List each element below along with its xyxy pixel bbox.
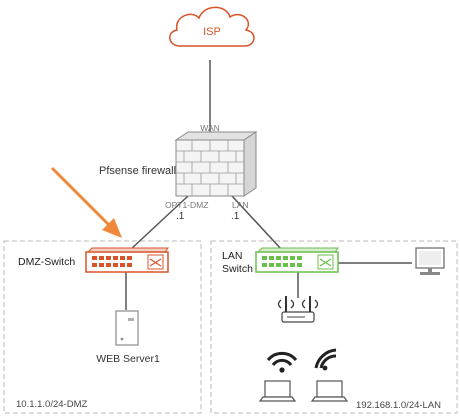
firewall-name: Pfsense firewall <box>99 165 176 177</box>
lan-switch-label-line1: LAN <box>222 250 242 262</box>
lan-zone <box>210 240 458 414</box>
firewall-icon <box>174 131 258 197</box>
arrow-icon <box>50 166 122 238</box>
link-firewall-dmz <box>129 195 189 251</box>
lan-ip: .1 <box>231 211 240 222</box>
laptop-icon <box>258 380 297 402</box>
lan-switch-label-line2: Switch <box>222 263 253 275</box>
dmz-switch-label: DMZ-Switch <box>18 256 75 268</box>
switch-icon <box>85 247 169 273</box>
opt1-ip: .1 <box>176 211 185 222</box>
laptop-icon <box>310 380 349 402</box>
cloud-icon <box>169 6 255 47</box>
lan-label: LAN <box>232 200 249 210</box>
opt1-label: OPT1-DMZ <box>165 200 208 210</box>
wifi-icon <box>266 351 298 373</box>
lan-subnet: 192.168.1.0/24-LAN <box>356 400 441 411</box>
wifi-icon <box>314 348 337 371</box>
wan-label: WAN <box>200 123 220 133</box>
dmz-zone <box>3 240 202 414</box>
link-firewall-lan <box>231 195 283 251</box>
router-icon <box>277 296 319 323</box>
web-server-label: WEB Server1 <box>96 353 160 365</box>
switch-icon <box>255 247 339 273</box>
isp-label: ISP <box>203 26 221 38</box>
desktop-icon <box>415 247 445 275</box>
server-icon <box>115 310 139 346</box>
dmz-subnet: 10.1.1.0/24-DMZ <box>16 399 87 410</box>
